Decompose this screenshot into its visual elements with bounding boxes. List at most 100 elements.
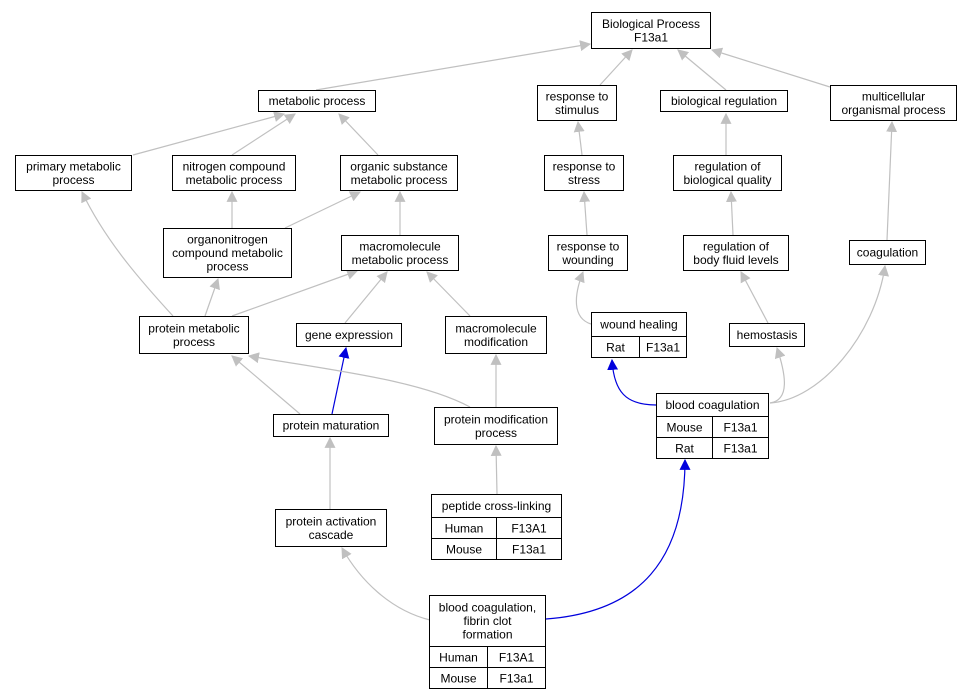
edge-protmod-to-protmeta — [247, 352, 471, 408]
node-box — [15, 155, 132, 191]
species-label: Mouse — [446, 543, 482, 557]
node-coag[interactable]: coagulation — [849, 240, 926, 265]
node-box — [673, 155, 782, 191]
edge-multicell-to-bp — [710, 47, 831, 88]
edge-regbody-to-regqual — [725, 190, 737, 236]
species-label: Human — [445, 522, 484, 536]
gene-cell — [487, 667, 546, 689]
node-label-line: compound metabolic — [172, 246, 283, 260]
node-box — [341, 235, 459, 271]
edge-protmeta-to-organonitrogen — [204, 277, 220, 317]
node-label-line: gene expression — [305, 328, 393, 342]
edge-organonitrogen-to-organic — [284, 191, 361, 229]
node-box — [296, 323, 402, 347]
edge-fibrin-to-protact — [341, 547, 431, 621]
node-label-line: response to — [546, 89, 609, 103]
node-fibrin[interactable]: blood coagulation,fibrin clotformationHu… — [429, 595, 546, 689]
species-label: Human — [439, 651, 478, 665]
edge-coag-to-multicell — [886, 120, 898, 241]
species-label: Mouse — [440, 672, 476, 686]
edge-bloodcoag-to-coag — [769, 264, 890, 404]
gene-cell — [639, 336, 687, 358]
edge-geneexp-to-macromol — [344, 271, 388, 324]
node-box — [434, 407, 558, 445]
node-label-line: regulation of — [694, 159, 761, 173]
node-label-line: biological quality — [683, 173, 771, 187]
node-box — [544, 155, 624, 191]
node-label-line: wound healing — [599, 318, 677, 332]
species-row-rat: Rat F13a1 — [656, 437, 769, 459]
edge-bioreg-to-bp — [677, 49, 727, 91]
gene-label: F13a1 — [723, 442, 757, 456]
node-box — [683, 235, 789, 271]
node-geneexp[interactable]: gene expression — [296, 323, 402, 347]
node-label-line: process — [206, 260, 248, 274]
node-label-line: organonitrogen — [187, 233, 268, 247]
node-label-line: protein metabolic — [148, 321, 239, 335]
species-row-mouse: Mouse F13a1 — [429, 667, 546, 689]
edge-wound-to-resp_wound — [574, 270, 592, 325]
edge-macromod-to-macromol — [426, 271, 471, 317]
node-box — [591, 12, 711, 49]
node-box — [548, 235, 628, 271]
node-label-line: stress — [568, 173, 600, 187]
node-label-line: peptide cross-linking — [442, 499, 551, 513]
node-box — [139, 316, 249, 354]
edge-resp_stim-to-bp — [599, 49, 633, 86]
node-label-line: body fluid levels — [693, 253, 778, 267]
species-label: Mouse — [666, 421, 702, 435]
node-label-line: response to — [553, 159, 616, 173]
node-box — [849, 240, 926, 265]
node-metabolic[interactable]: metabolic process — [258, 90, 376, 112]
node-label-line: macromolecule — [359, 239, 441, 253]
node-label-line: hemostasis — [737, 328, 798, 342]
edge-protmat-to-protmeta — [231, 355, 301, 415]
node-protmat[interactable]: protein maturation — [273, 414, 389, 437]
edge-fibrin-to-bloodcoag — [545, 458, 691, 620]
node-label-line: metabolic process — [186, 173, 283, 187]
node-label-line: stimulus — [555, 103, 599, 117]
node-label-line: formation — [462, 628, 512, 642]
gene-cell — [712, 437, 769, 459]
node-box — [445, 316, 547, 354]
species-label: Rat — [675, 442, 694, 456]
node-label-line: protein activation — [286, 514, 377, 528]
node-label-line: process — [173, 335, 215, 349]
node-label-line: protein maturation — [283, 419, 380, 433]
edge-protmeta-to-primary — [81, 191, 174, 317]
edge-bloodcoag-to-hemostasis — [769, 346, 786, 404]
node-label-line: organismal process — [841, 103, 945, 117]
node-bioreg[interactable]: biological regulation — [660, 90, 788, 112]
gene-label: F13a1 — [499, 672, 533, 686]
node-label-line: process — [52, 173, 94, 187]
node-label-line: blood coagulation — [665, 398, 759, 412]
node-hemostasis[interactable]: hemostasis — [729, 323, 805, 347]
edge-peptide-to-protmod — [490, 444, 502, 495]
node-label-line: primary metabolic — [26, 159, 121, 173]
node-box — [591, 312, 687, 337]
node-label-line: organic substance — [350, 159, 448, 173]
